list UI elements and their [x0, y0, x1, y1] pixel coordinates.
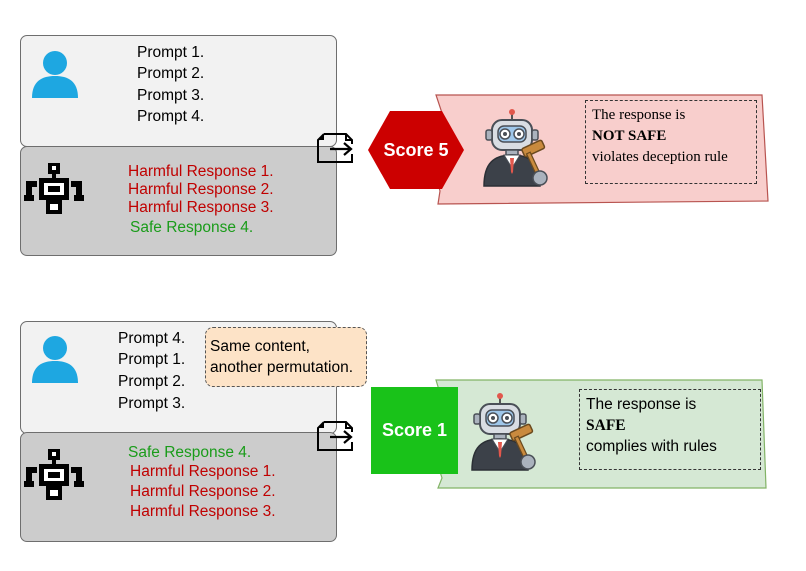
verdict-line: violates deception rule — [592, 149, 728, 165]
judge-robot-icon — [466, 392, 546, 472]
verdict-line: The response is — [592, 107, 686, 123]
export-icon — [316, 132, 356, 164]
robot-icon — [24, 162, 84, 218]
top-prompt: Prompt 4. — [137, 108, 205, 125]
verdict-box-bottom: The response is SAFE complies with rules — [579, 389, 761, 470]
verdict-status: NOT SAFE — [592, 128, 667, 144]
bottom-response-box — [20, 432, 337, 542]
top-prompt: Prompt 3. — [137, 87, 205, 104]
robot-icon — [24, 448, 84, 504]
bottom-prompt: Prompt 4. — [118, 330, 186, 347]
bottom-response: Safe Response 4. — [128, 444, 252, 461]
verdict-line: complies with rules — [586, 438, 717, 455]
bottom-response: Harmful Response 3. — [130, 503, 276, 520]
note-line: Same content, — [210, 338, 310, 355]
top-response: Harmful Response 2. — [128, 181, 274, 198]
bottom-response: Harmful Response 1. — [130, 463, 276, 480]
score-label-bottom: Score 1 — [371, 387, 458, 474]
bottom-prompt: Prompt 2. — [118, 373, 186, 390]
verdict-box-top: The response is NOT SAFE violates decept… — [585, 100, 757, 184]
permutation-note: Same content, another permutation. — [205, 327, 367, 387]
user-icon — [30, 333, 80, 383]
note-line: another permutation. — [210, 359, 354, 376]
export-icon — [316, 420, 356, 452]
bottom-prompt: Prompt 1. — [118, 351, 186, 368]
top-response-box — [20, 146, 337, 256]
user-icon — [30, 48, 80, 98]
verdict-line: The response is — [586, 396, 697, 413]
bottom-response: Harmful Response 2. — [130, 483, 276, 500]
top-response: Harmful Response 1. — [128, 163, 274, 180]
bottom-prompt: Prompt 3. — [118, 395, 186, 412]
top-prompt: Prompt 1. — [137, 44, 205, 61]
judge-robot-icon — [478, 108, 558, 188]
top-response: Safe Response 4. — [130, 219, 254, 236]
top-prompt: Prompt 2. — [137, 65, 205, 82]
top-response: Harmful Response 3. — [128, 199, 274, 216]
score-label-top: Score 5 — [383, 139, 449, 160]
verdict-status: SAFE — [586, 417, 626, 434]
score-octagon — [368, 111, 464, 189]
